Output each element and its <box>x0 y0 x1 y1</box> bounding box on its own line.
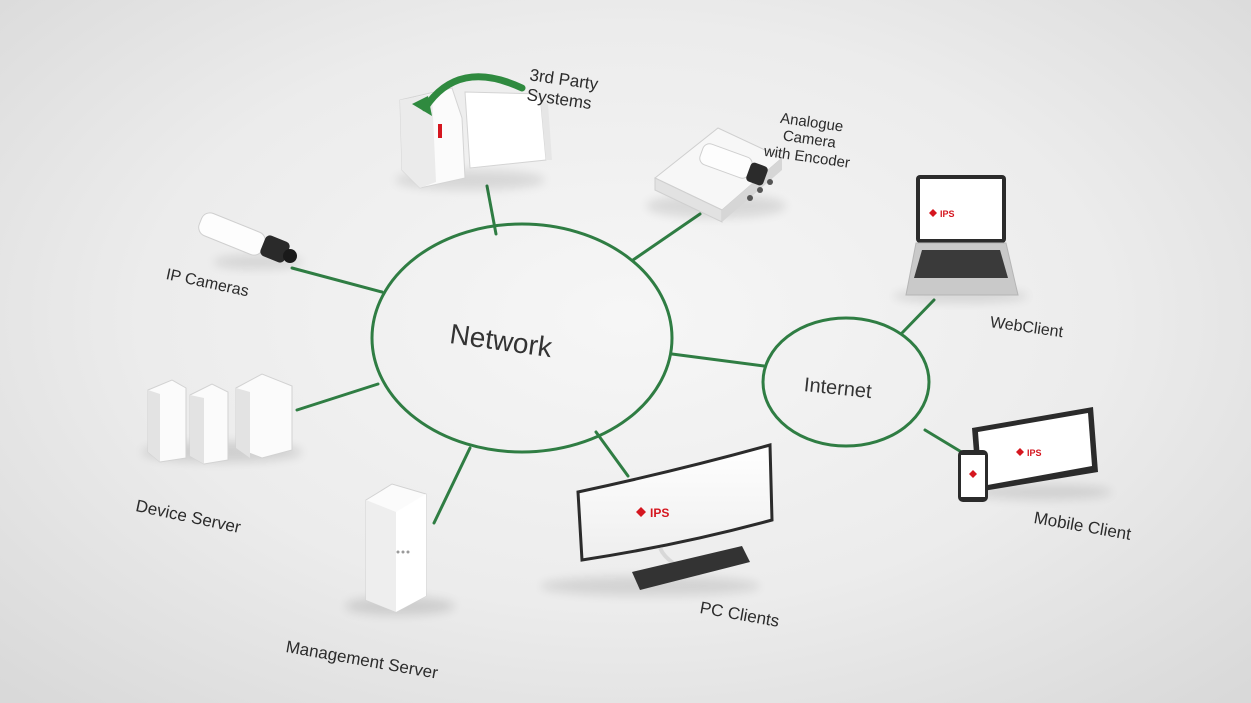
link-ip-cameras <box>290 266 384 294</box>
pc-screen-logo: IPS <box>650 506 669 520</box>
laptop-screen-logo: IPS <box>940 209 955 219</box>
link-analogue <box>631 212 702 262</box>
tablet-screen-logo: IPS <box>1027 448 1042 458</box>
device-server-icon <box>142 373 302 465</box>
pc-clients-icon: IPS <box>540 443 774 596</box>
link-pc-clients <box>594 430 630 478</box>
ip-camera-icon <box>198 212 303 269</box>
link-network-internet <box>670 352 766 368</box>
network-hub <box>370 222 674 454</box>
management-server-icon <box>345 483 455 615</box>
laptop-icon: IPS <box>892 175 1028 303</box>
link-webclient <box>900 298 936 335</box>
mobile-devices-icon: IPS <box>958 407 1112 502</box>
third-party-systems-icon <box>395 73 552 190</box>
link-device-server <box>295 382 380 412</box>
internet-hub <box>761 316 931 448</box>
analogue-camera-encoder-icon <box>646 127 786 223</box>
link-management-server <box>432 446 472 525</box>
